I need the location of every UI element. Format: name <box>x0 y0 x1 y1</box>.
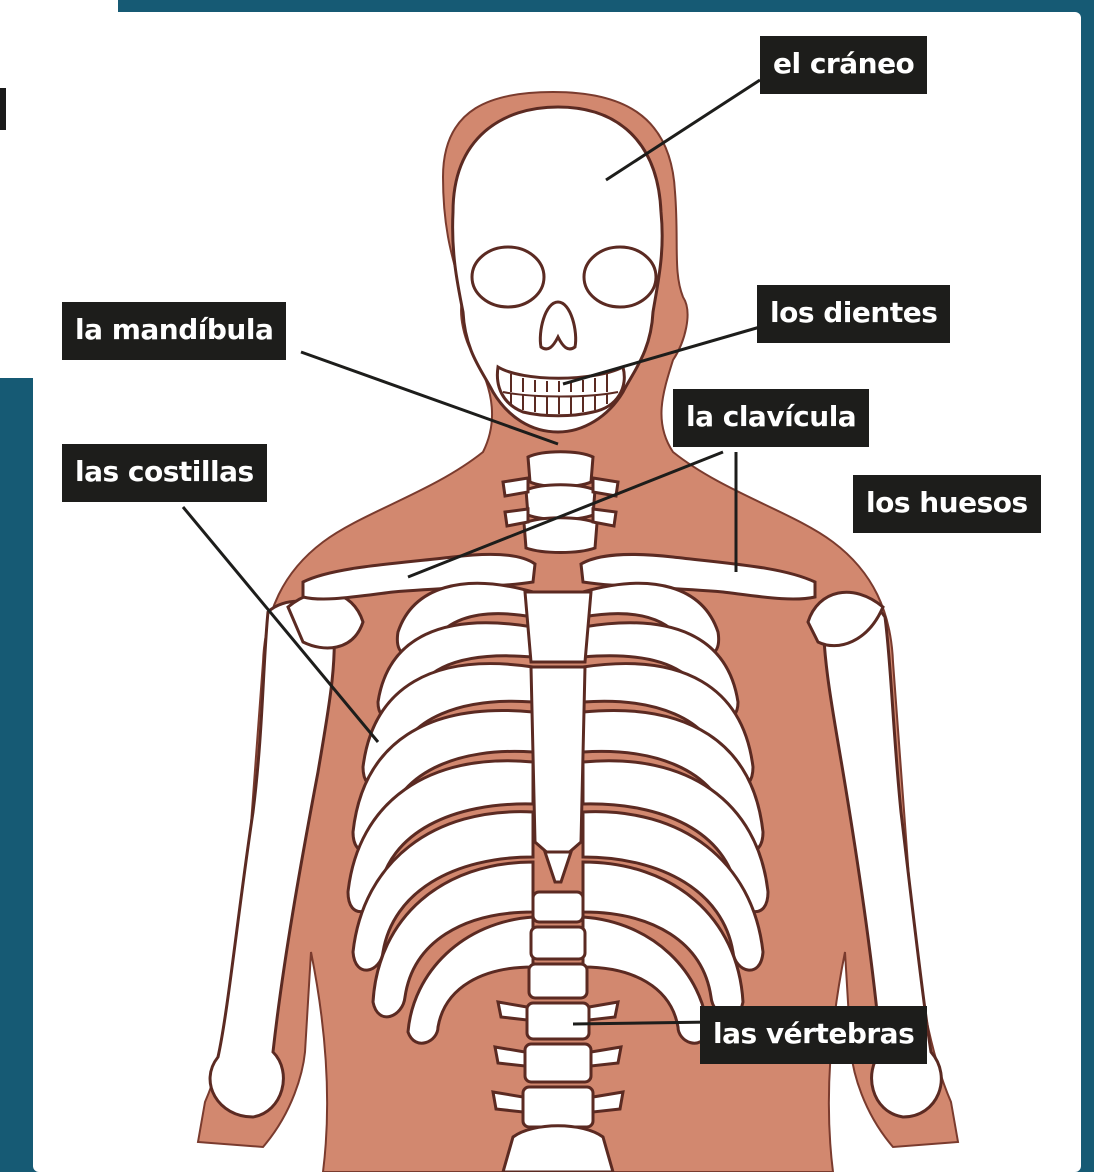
panel-marker <box>0 88 6 130</box>
diagram-card: el cráneo la mandíbula los dientes la cl… <box>33 12 1081 1172</box>
label-la-mandibula: la mandíbula <box>62 302 286 360</box>
label-el-craneo: el cráneo <box>760 36 927 94</box>
sternum <box>525 592 591 882</box>
label-los-huesos: los huesos <box>853 475 1041 533</box>
label-los-dientes: los dientes <box>757 285 950 343</box>
leader-vertebras <box>573 1022 713 1024</box>
skeleton-diagram <box>33 12 1081 1172</box>
label-las-vertebras: las vértebras <box>700 1006 927 1064</box>
label-la-clavicula: la clavícula <box>673 389 869 447</box>
label-las-costillas: las costillas <box>62 444 267 502</box>
